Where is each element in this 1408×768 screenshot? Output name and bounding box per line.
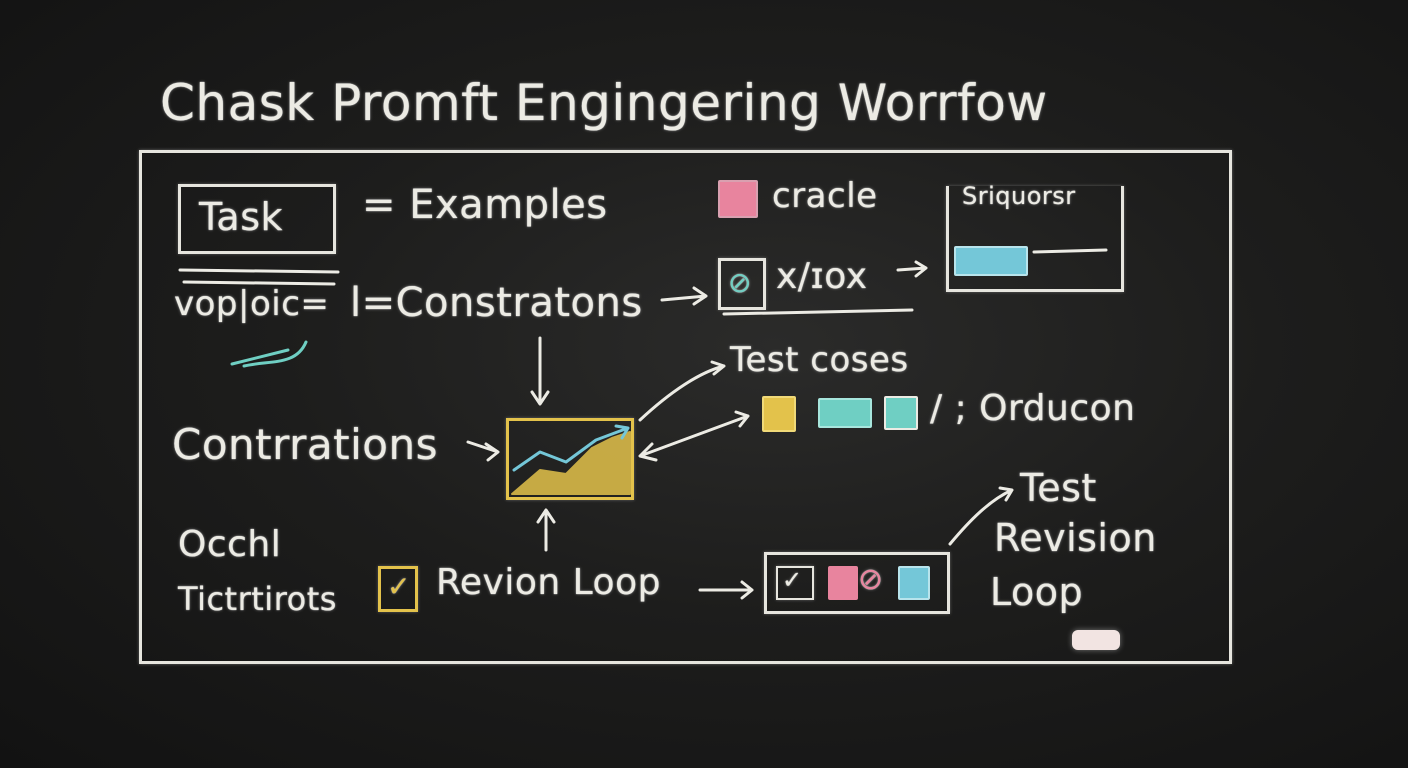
- task-underline: [178, 268, 340, 286]
- sriquorsr-box: [946, 186, 1124, 292]
- arrow-contrrations-chart: [466, 440, 500, 462]
- arrow-chart-swatches: [638, 410, 750, 462]
- check-icon: ✓: [782, 566, 803, 594]
- constratons-label: l=Constratons: [350, 280, 643, 326]
- occhl-label: Occhl: [178, 524, 282, 565]
- xrox-label: x/ɪox: [776, 256, 868, 297]
- check-icon: ✓: [387, 570, 411, 603]
- test-cases-label: Test coses: [730, 340, 909, 380]
- examples-label: = Examples: [362, 182, 608, 228]
- arrow-down-chart: [530, 336, 550, 406]
- vop-label: vop|oic=: [174, 284, 330, 324]
- test-label: Test: [1020, 466, 1097, 510]
- yellow-check-box: [378, 566, 418, 612]
- sriquorsr-label: Sriquorsr: [962, 182, 1076, 210]
- cracle-label: cracle: [772, 176, 878, 216]
- revision-label: Revision: [994, 516, 1157, 560]
- chart-fill: [511, 431, 631, 495]
- revion-loop-label: Revion Loop: [436, 562, 661, 603]
- trend-up-chart-icon: [512, 424, 630, 472]
- page-title: Chask Promft Engingering Worrfow: [160, 74, 1048, 132]
- blue-progress-bar: [954, 246, 1028, 276]
- no-symbol-icon: ⊘: [728, 266, 752, 299]
- teal-swatch: [884, 396, 918, 430]
- teal-bar: [818, 398, 872, 428]
- chalk-eraser-icon: [1072, 630, 1120, 650]
- arrow-chart-testcases: [638, 360, 726, 422]
- contrrations-label: Contrrations: [172, 420, 438, 469]
- diagram-frame: [139, 150, 1232, 664]
- arrow-revion-status: [698, 580, 754, 600]
- check-square: [776, 566, 814, 600]
- arrow-status-test: [948, 486, 1014, 546]
- xrox-underline: [722, 308, 914, 316]
- status-box: [764, 552, 950, 614]
- pink-swatch: [718, 180, 758, 218]
- arrow-up-chart: [536, 508, 556, 552]
- orducon-label: / ; Orducon: [930, 388, 1136, 429]
- squiggle: [230, 340, 308, 368]
- arrow-constratons-xrox: [660, 286, 708, 306]
- trend-chart-box: [506, 418, 634, 500]
- arrow-xrox-sriquorsr: [896, 260, 928, 278]
- sriquorsr-line: [1032, 248, 1108, 254]
- blue-swatch: [898, 566, 930, 600]
- xrox-box: [718, 258, 766, 310]
- task-label: Task: [199, 195, 284, 239]
- loop-label: Loop: [990, 570, 1084, 614]
- task-box: Task: [178, 184, 336, 254]
- pink-swatch: [828, 566, 858, 600]
- yellow-swatch: [762, 396, 796, 432]
- no-symbol-icon: ⊘: [858, 562, 884, 597]
- tictrtirots-label: Tictrtirots: [178, 580, 337, 618]
